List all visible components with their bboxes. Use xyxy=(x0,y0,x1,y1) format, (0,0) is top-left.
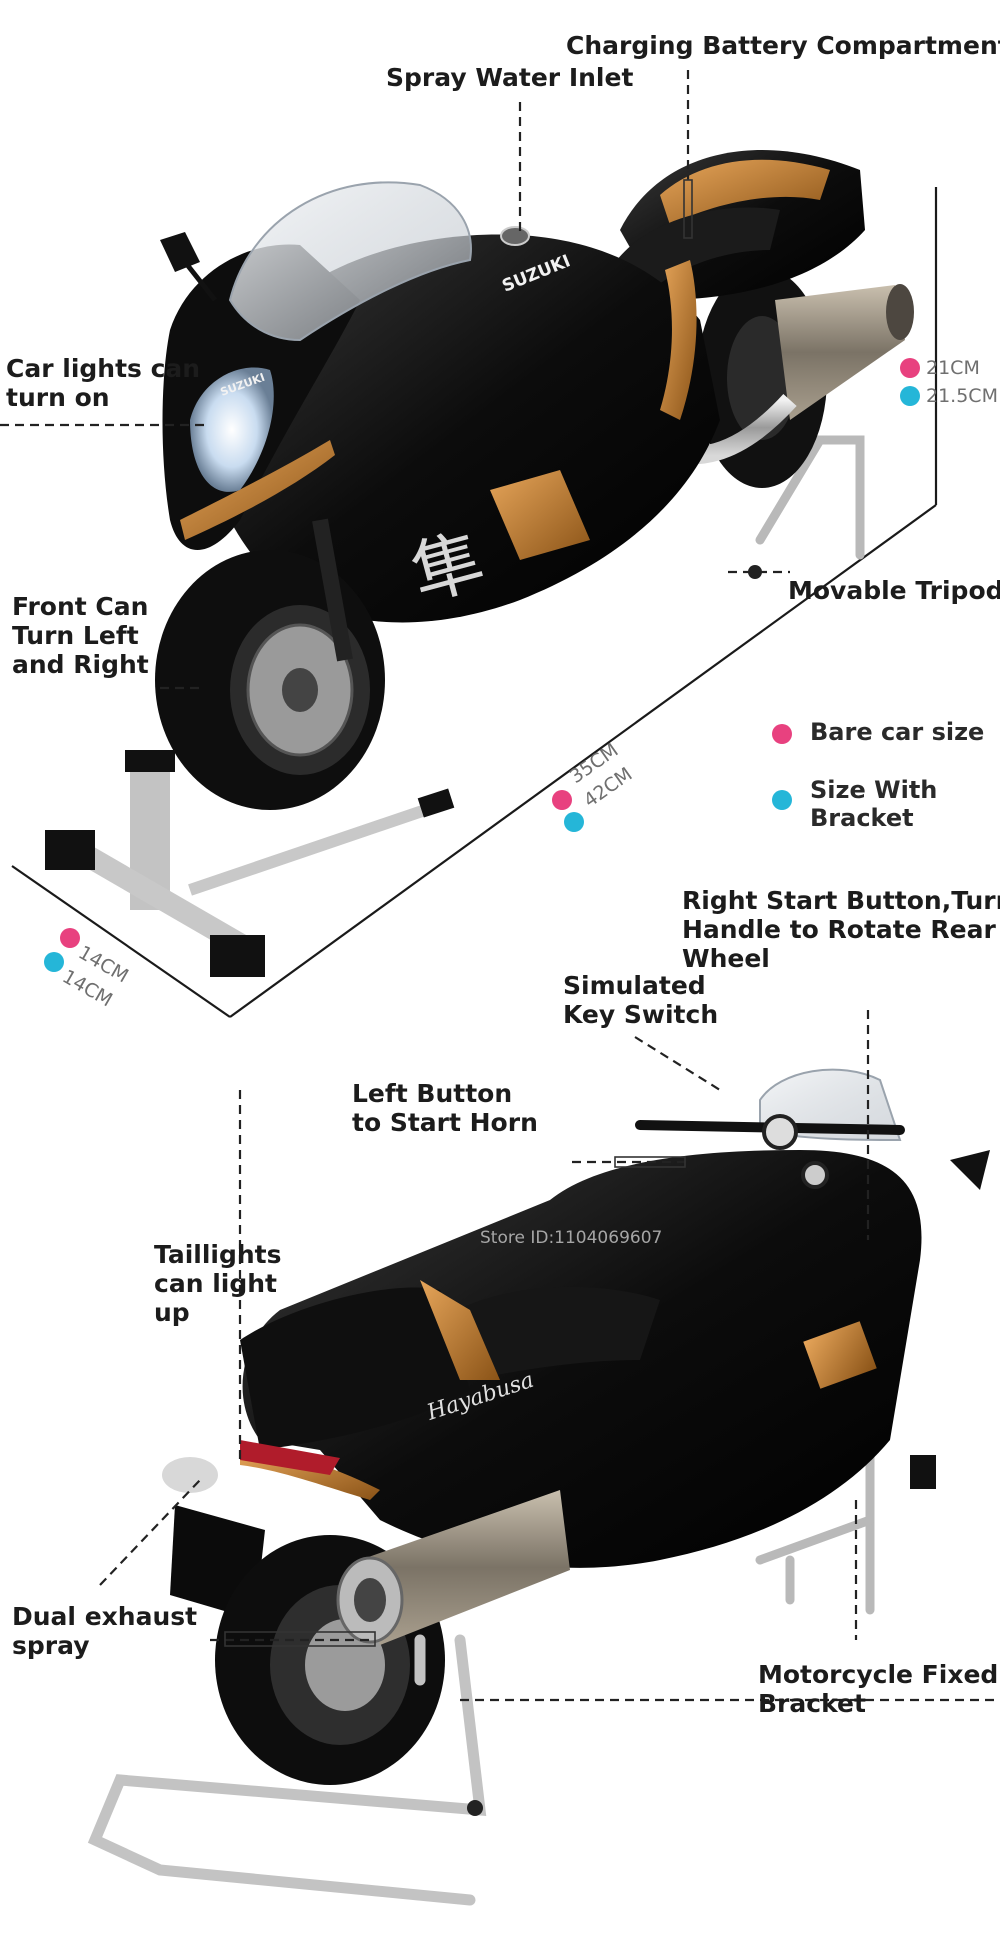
bottom-motorcycle: Hayabusa xyxy=(87,1068,990,1906)
label-taillights: Taillights can light up xyxy=(154,1240,282,1327)
label-left-button: Left Button to Start Horn xyxy=(352,1079,538,1137)
label-charging-battery: Charging Battery Compartment xyxy=(566,31,1000,60)
legend-bare-label: Bare car size xyxy=(810,718,985,746)
label-movable-tripod: Movable Tripod xyxy=(788,576,1000,605)
height-bare-dot xyxy=(900,358,920,378)
label-right-start-button: Right Start Button,Turn Handle to Rotate… xyxy=(682,886,1000,973)
height-bare: 21CM xyxy=(926,357,980,379)
label-fixed-bracket: Motorcycle Fixed Bracket xyxy=(758,1660,999,1718)
width-bracket-dot xyxy=(44,952,64,972)
front-stand xyxy=(45,750,455,977)
width-bare-dot xyxy=(60,928,80,948)
label-key-switch: Simulated Key Switch xyxy=(563,971,719,1029)
legend-bracket-label: Size With Bracket xyxy=(810,776,938,832)
dash-markers xyxy=(224,179,693,1647)
height-bracket: 21.5CM xyxy=(926,385,998,407)
legend-bracket-dot xyxy=(772,790,792,810)
leader-lines xyxy=(0,70,1000,1702)
height-bracket-dot xyxy=(900,386,920,406)
label-spray-water-inlet: Spray Water Inlet xyxy=(386,63,634,92)
dimension-box xyxy=(11,187,938,1018)
legend-bare-dot xyxy=(772,724,792,744)
length-bracket-dot xyxy=(564,812,584,832)
label-front-turn: Front Can Turn Left and Right xyxy=(12,592,149,679)
label-car-lights: Car lights can turn on xyxy=(6,354,201,412)
top-motorcycle: SUZUKI SUZUKI 隼 xyxy=(45,150,914,977)
length-bare-dot xyxy=(552,790,572,810)
store-watermark: Store ID:1104069607 xyxy=(480,1228,663,1248)
label-dual-exhaust: Dual exhaust spray xyxy=(12,1602,198,1660)
